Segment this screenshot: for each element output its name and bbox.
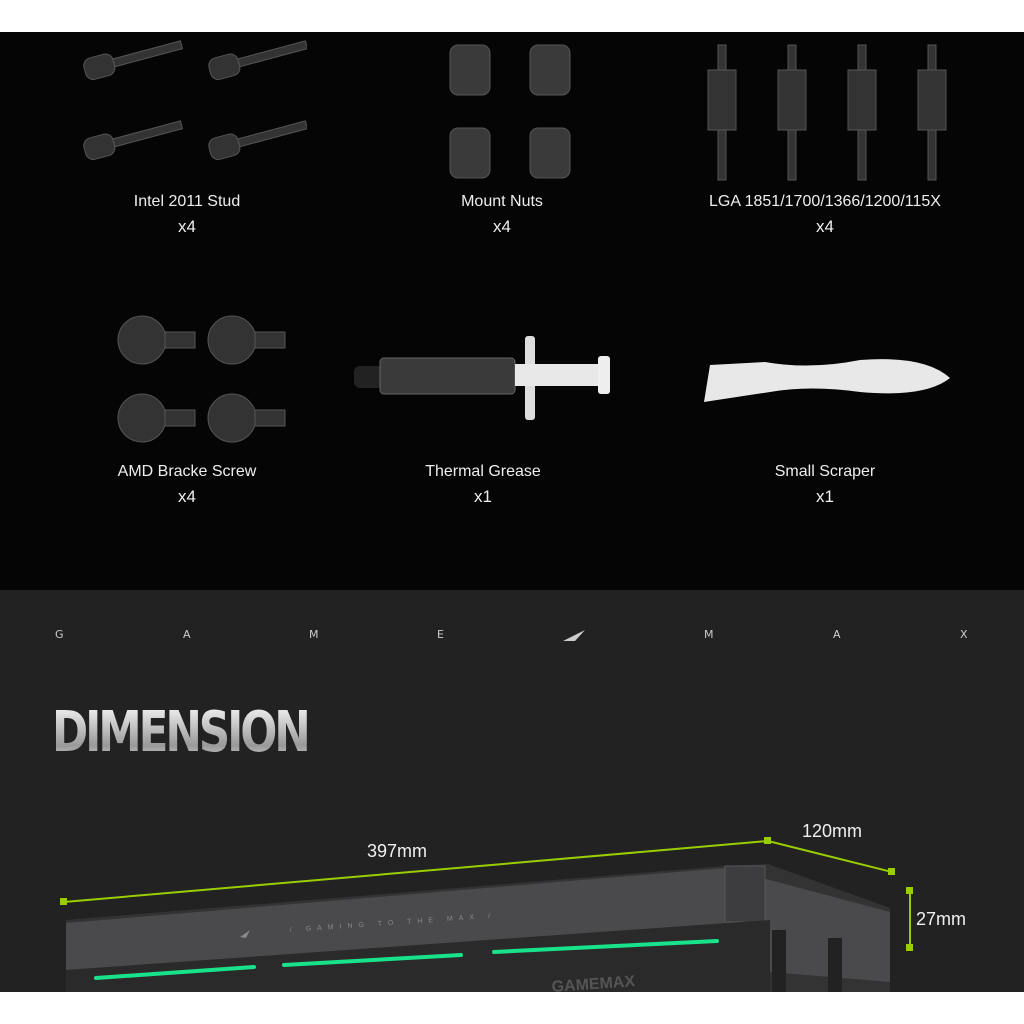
accessory-mount-nuts: Mount Nuts x4 (375, 40, 629, 240)
accessory-name: Small Scraper (774, 463, 876, 480)
stud-icon (83, 40, 307, 160)
accessory-qty: x4 (178, 487, 196, 506)
accessory-name: AMD Bracke Screw (117, 463, 257, 480)
accessory-qty: x4 (178, 217, 196, 236)
brand-letter: A (833, 628, 841, 641)
brand-letter: M (704, 628, 714, 641)
height-label: 27mm (916, 909, 967, 929)
syringe-icon (354, 336, 610, 420)
section-title: DIMENSION (52, 700, 311, 765)
accessory-qty: x4 (493, 217, 511, 236)
accessory-amd-screw: AMD Bracke Screw x4 (60, 310, 314, 510)
standoff-icon (707, 44, 947, 181)
accessory-name: LGA 1851/1700/1366/1200/115X (709, 193, 941, 210)
length-label: 397mm (367, 841, 428, 861)
width-label: 120mm (802, 821, 863, 841)
radiator-logo: GAMEMAX (551, 973, 636, 992)
accessory-intel-stud: Intel 2011 Stud x4 (60, 40, 314, 240)
accessory-qty: x4 (816, 217, 834, 236)
accessory-qty: x1 (816, 487, 834, 506)
brand-letter: E (437, 628, 444, 641)
accessory-thermal-grease: Thermal Grease x1 (340, 330, 626, 510)
radiator-illustration: / GAMING TO THE MAX / GAMEMAX (60, 837, 913, 992)
accessory-small-scraper: Small Scraper x1 (690, 330, 960, 510)
accessory-name: Thermal Grease (425, 463, 541, 480)
accessory-qty: x1 (474, 487, 492, 506)
nut-icon (449, 44, 571, 179)
gamemax-logo-icon (563, 630, 585, 641)
scraper-icon (704, 359, 950, 402)
brand-letter: X (960, 628, 968, 641)
rgb-light-strip (94, 939, 719, 980)
brand-letter: G (55, 628, 64, 641)
brand-letter: M (309, 628, 319, 641)
accessory-name: Mount Nuts (461, 193, 543, 210)
dimension-lines (60, 837, 913, 951)
brand-letter: A (183, 628, 191, 641)
screw-icon (117, 315, 286, 443)
accessory-lga-standoff: LGA 1851/1700/1366/1200/115X x4 (690, 40, 960, 240)
brand-letter-row: G A M E M A X (0, 628, 1024, 644)
accessory-name: Intel 2011 Stud (133, 193, 241, 210)
